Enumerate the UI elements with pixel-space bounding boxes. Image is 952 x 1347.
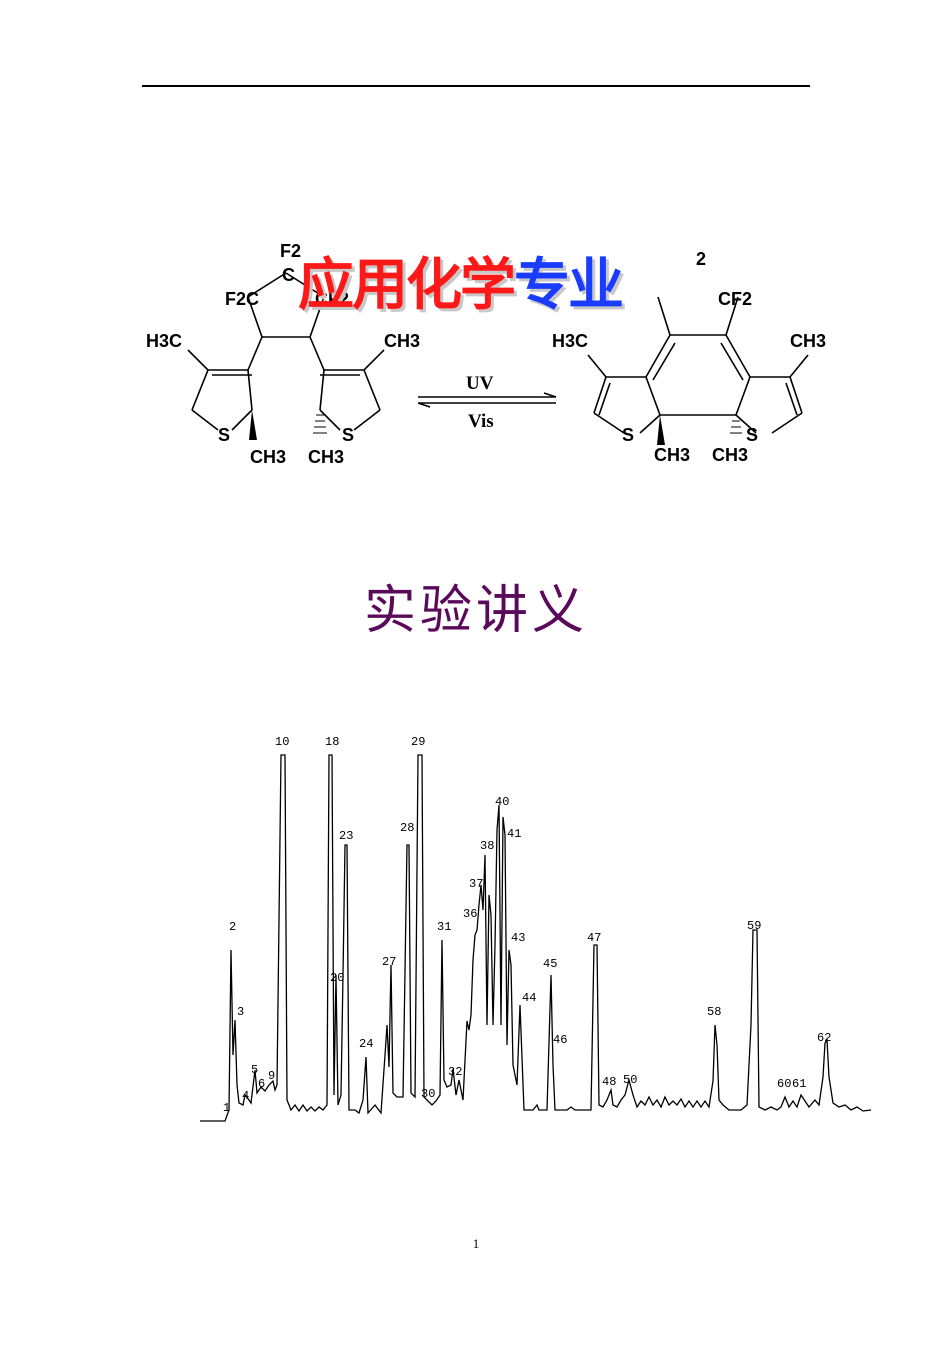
peak-label: 2 [229,920,236,934]
right-ch3-top: CH3 [790,331,826,351]
peak-label: 37 [469,877,483,891]
peak-label: 59 [747,919,761,933]
peak-label: 60 [777,1077,791,1091]
right-h3c: H3C [552,331,588,351]
peak-label: 1 [223,1101,230,1115]
peak-label: 28 [400,821,414,835]
left-f2c: F2C [225,289,259,309]
banner-part2: 专业 [514,253,624,318]
peak-label: 40 [495,795,509,809]
peak-label: 43 [511,931,525,945]
peak-label: 45 [543,957,557,971]
right-cf2: CF2 [718,289,752,309]
right-ch3-a: CH3 [654,445,690,465]
right-s-b: S [746,425,758,445]
peak-label: 3 [237,1005,244,1019]
right-s-a: S [622,425,634,445]
arrow-vis-label: Vis [468,411,494,432]
left-s-b: S [342,425,354,445]
left-s-a: S [218,425,230,445]
page-number: 1 [472,1236,480,1251]
left-ch3-top: CH3 [384,331,420,351]
peak-label: 38 [480,839,494,853]
document-title: 实验讲义 [363,581,588,641]
banner-part1: 应用化学 [298,253,516,318]
peak-label: 6 [258,1077,265,1091]
left-ch3-a: CH3 [250,447,286,467]
peak-label: 10 [275,735,289,749]
peak-label: 20 [330,971,344,985]
peak-label: 62 [817,1031,831,1045]
peak-label: 18 [325,735,339,749]
peak-label: 41 [507,827,521,841]
peak-label: 48 [602,1075,616,1089]
peak-label: 27 [382,955,396,969]
left-f2-top: F2 [280,241,301,261]
peak-label: 32 [448,1065,462,1079]
peak-label: 61 [792,1077,806,1091]
peak-label: 46 [553,1033,567,1047]
peak-label: 36 [463,907,477,921]
peak-label: 50 [623,1073,637,1087]
right-f2-partial: 2 [696,249,706,269]
photochromic-reaction-scheme: F2 C F2C CF2 H3C CH3 S S CH3 CH3 UV Vis … [146,241,826,467]
left-ch3-b: CH3 [308,447,344,467]
peak-label: 5 [251,1063,258,1077]
peak-label: 31 [437,920,451,934]
peak-label: 47 [587,931,601,945]
program-banner: 应用化学专业 [298,240,678,320]
peak-label: 30 [421,1087,435,1101]
left-cf2: CF2 [315,289,349,309]
peak-label: 29 [411,735,425,749]
peak-label: 24 [359,1037,373,1051]
peak-label: 23 [339,829,353,843]
left-h3c: H3C [146,331,182,351]
header-rule [142,85,810,87]
peak-label: 9 [268,1069,275,1083]
arrow-uv-label: UV [466,373,494,394]
chromatogram-figure: 1 2 3 4 5 6 9 10 18 20 23 24 27 28 29 30… [200,735,872,1122]
left-c-top: C [282,265,295,285]
peak-label: 44 [522,991,536,1005]
peak-label: 4 [242,1089,249,1103]
right-ch3-b: CH3 [712,445,748,465]
peak-label: 58 [707,1005,721,1019]
